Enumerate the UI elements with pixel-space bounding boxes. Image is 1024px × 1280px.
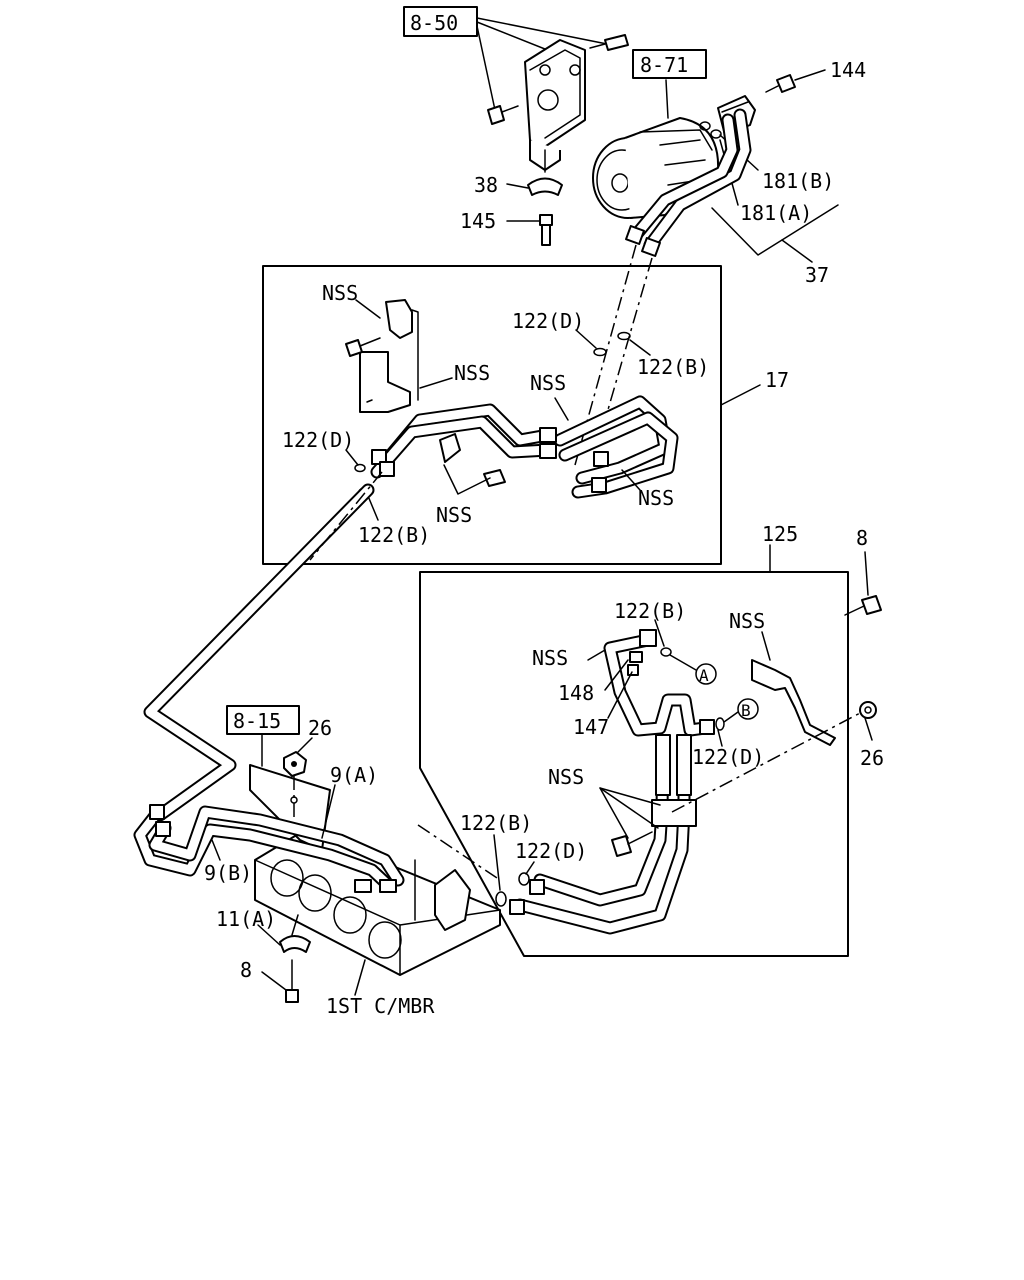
oring-122b-upper: [617, 331, 631, 341]
fitting-147: [627, 664, 639, 676]
ref-box-8-50[interactable]: 8-50: [403, 6, 478, 37]
oring-181b: [699, 121, 711, 131]
bracket-bolt-left: [487, 105, 519, 125]
label-122d-left: 122(D): [282, 428, 354, 452]
label-122b-upper: 122(B): [637, 355, 709, 379]
first-cross-member[interactable]: [254, 829, 501, 976]
ref-box-8-15[interactable]: 8-15: [226, 705, 300, 735]
label-37: 37: [805, 263, 829, 287]
bolt-nss-125: [611, 831, 653, 857]
nss-clip-lower: [439, 433, 506, 487]
nut-26-left: [283, 751, 307, 777]
label-nss-bracket-125: NSS: [729, 609, 765, 633]
oring-122b-lower: [495, 891, 507, 907]
label-181b: 181(B): [762, 169, 834, 193]
pipe-long-run[interactable]: [143, 483, 375, 822]
callout-a-label: A: [699, 666, 709, 685]
label-122b-125: 122(B): [614, 599, 686, 623]
label-125: 125: [762, 522, 798, 546]
label-nss-pipe-125: NSS: [532, 646, 568, 670]
label-nss-hose-top: NSS: [530, 371, 566, 395]
label-38: 38: [474, 173, 498, 197]
bolt-144: [765, 74, 796, 93]
oring-181a: [710, 129, 722, 139]
ref-8-50-label: 8-50: [410, 11, 458, 35]
clip-11a: [279, 914, 311, 953]
label-9a: 9(A): [330, 763, 378, 787]
label-181a: 181(A): [740, 201, 812, 225]
label-26-right: 26: [860, 746, 884, 770]
oring-122b-125: [660, 647, 672, 657]
group-box-17: [262, 265, 722, 565]
label-122b-left: 122(B): [358, 523, 430, 547]
callout-circle-a[interactable]: A: [695, 663, 717, 685]
bracket-bolt-upper: [589, 34, 629, 51]
bolt-8-top: [844, 595, 882, 616]
pipe-9a-9b[interactable]: [133, 804, 405, 893]
nut-26-right: [859, 701, 877, 719]
label-147: 147: [573, 715, 609, 739]
label-122d-lower: 122(D): [515, 839, 587, 863]
pipe-run-17[interactable]: [370, 395, 679, 499]
bolt-8-bottom: [285, 959, 299, 1003]
label-148: 148: [558, 681, 594, 705]
label-8-top: 8: [856, 526, 868, 550]
label-11a: 11(A): [216, 907, 276, 931]
ref-8-71-label: 8-71: [640, 53, 688, 77]
label-nss-bracket-top: NSS: [322, 281, 358, 305]
label-8-bottom: 8: [240, 958, 252, 982]
ac-compressor[interactable]: [592, 117, 720, 219]
bolt-145: [539, 214, 553, 246]
label-122d-upper: 122(D): [512, 309, 584, 333]
label-9b: 9(B): [204, 861, 252, 885]
ref-8-15-label: 8-15: [233, 709, 281, 733]
hose-assembly-37[interactable]: [625, 108, 752, 257]
label-122b-lower: 122(B): [460, 811, 532, 835]
label-first-member: 1ST C/MBR: [326, 994, 435, 1018]
oring-122d-left: [354, 463, 366, 473]
label-122d-125: 122(D): [692, 745, 764, 769]
callout-circle-b[interactable]: B: [737, 698, 759, 720]
callout-b-label: B: [741, 701, 751, 720]
label-nss-clip-bottom: NSS: [436, 503, 472, 527]
nss-bracket-125: [751, 659, 836, 746]
nss-bracket-upper: [345, 299, 419, 413]
compressor-bracket: [524, 39, 586, 171]
label-17: 17: [765, 368, 789, 392]
fitting-148: [629, 651, 643, 663]
oring-122d-125: [715, 717, 725, 731]
label-145: 145: [460, 209, 496, 233]
label-nss-bracket-right: NSS: [454, 361, 490, 385]
clip-38: [527, 149, 563, 196]
label-144: 144: [830, 58, 866, 82]
label-nss-bolt-125: NSS: [548, 765, 584, 789]
pipe-run-125[interactable]: [509, 629, 715, 935]
group-box-125: [419, 571, 849, 957]
ref-box-8-71[interactable]: 8-71: [632, 49, 707, 79]
label-26-left: 26: [308, 716, 332, 740]
oring-122d-upper: [593, 347, 607, 357]
label-nss-hose-bottom: NSS: [638, 486, 674, 510]
oring-122d-lower: [518, 872, 530, 886]
